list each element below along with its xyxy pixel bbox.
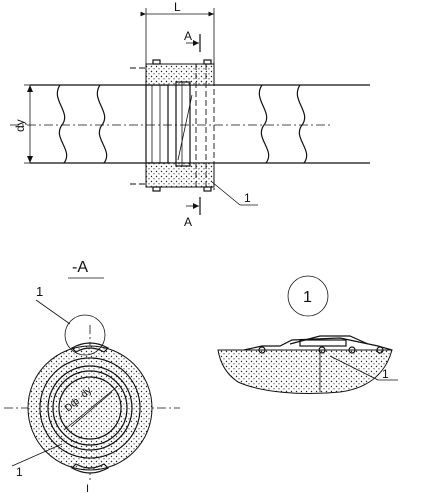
diameter-dimension: dy [13,84,40,164]
clamp-bottom [71,463,109,474]
section-mark-top: A [184,29,201,52]
section-mark-bottom: A [184,197,201,229]
detail-callout-label: 1 [36,284,43,299]
lug-bottom-right [203,186,212,192]
detail-view-title: 1 [303,289,312,306]
section-label-top: A [184,29,192,43]
lug-top-left [152,59,161,65]
length-dimension: L [140,0,215,64]
length-label: L [174,0,181,14]
lug-top-right [203,59,212,65]
clamp-top [71,342,109,353]
insulation-bottom [145,162,215,188]
detail-title-circle [287,275,329,317]
detail-clamp [243,335,393,354]
diameter-label: dy [13,119,27,132]
section-view: -A Dф dy 1 1 I [4,259,180,493]
detail-insulation [217,349,393,395]
main-view: L dy A A 1 [10,0,370,229]
part-callout-main: 1 [211,181,258,206]
detail-view: 1 1 [217,275,398,395]
lug-bottom-left [152,186,161,192]
sleeve-body [130,62,215,190]
section-part-callout: 1 [16,465,23,479]
detail-callout-circle [64,314,106,356]
callout-number-main: 1 [244,191,251,205]
section-view-title: -A [72,259,88,276]
section-label-bottom: A [184,215,192,229]
pipe-outline [30,84,370,164]
bottom-mark: I [86,483,89,493]
detail-part-callout: 1 [382,367,389,381]
